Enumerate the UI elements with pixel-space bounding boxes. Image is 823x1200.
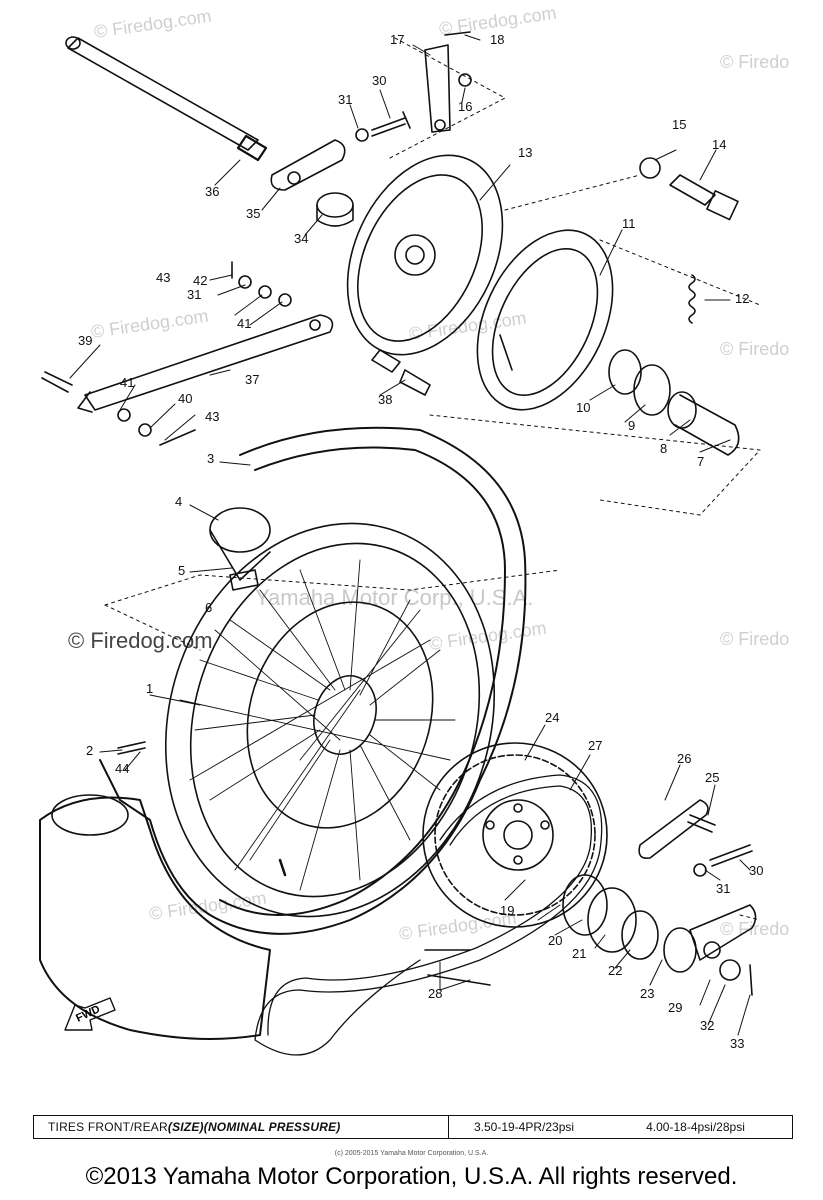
fwd-arrow — [64, 997, 116, 1031]
callout-4: 4 — [175, 494, 182, 509]
rear-axle — [65, 36, 268, 162]
callout-20: 20 — [548, 933, 562, 948]
callout-10: 10 — [576, 400, 590, 415]
brake-shoe-plate — [346, 154, 504, 373]
callout-31: 31 — [338, 92, 352, 107]
callout-34: 34 — [294, 231, 308, 246]
callout-26: 26 — [677, 751, 691, 766]
tension-bar-long — [84, 314, 334, 411]
watermark: © Firedo — [720, 339, 789, 359]
callout-40: 40 — [178, 391, 192, 406]
callout-19: 19 — [500, 903, 514, 918]
callout-43: 43 — [205, 409, 219, 424]
callout-43: 43 — [156, 270, 170, 285]
copyright-notice: ©2013 Yamaha Motor Corporation, U.S.A. A… — [85, 1163, 738, 1190]
callout-7: 7 — [697, 454, 704, 469]
rear-tire — [39, 426, 527, 1040]
callout-3: 3 — [207, 451, 214, 466]
callout-9: 9 — [628, 418, 635, 433]
callout-21: 21 — [572, 946, 586, 961]
wheel-assembly — [164, 522, 496, 918]
watermark: © Firedo — [720, 629, 789, 649]
callout-44: 44 — [115, 761, 129, 776]
callout-41: 41 — [237, 316, 251, 331]
watermark: © Firedog.com — [408, 308, 528, 344]
callout-5: 5 — [178, 563, 185, 578]
cam-shaft — [669, 174, 716, 206]
callout-31: 31 — [716, 881, 730, 896]
callout-37: 37 — [245, 372, 259, 387]
callout-11: 11 — [622, 216, 636, 231]
callout-42: 42 — [193, 273, 207, 288]
tire-spec-heading-pressure: (NOMINAL PRESSURE) — [203, 1120, 341, 1134]
collar-hub — [674, 394, 740, 456]
callout-32: 32 — [700, 1018, 714, 1033]
brake-shoes — [476, 229, 614, 411]
callout-41: 41 — [120, 375, 134, 390]
tire-spec-table: TIRES FRONT/REAR (SIZE) (NOMINAL PRESSUR… — [33, 1115, 793, 1139]
tire-spec-heading-prefix: TIRES FRONT/REAR — [48, 1120, 168, 1134]
callout-27: 27 — [588, 738, 602, 753]
callout-30: 30 — [372, 73, 386, 88]
watermark: © Firedog.com — [68, 628, 213, 653]
tire-spec-rear: 4.00-18-4psi/28psi — [646, 1120, 745, 1134]
callout-28: 28 — [428, 986, 442, 1001]
callout-36: 36 — [205, 184, 219, 199]
collar — [316, 192, 354, 218]
callout-18: 18 — [490, 32, 504, 47]
watermark: © Firedog.com — [428, 618, 548, 654]
callout-14: 14 — [712, 137, 726, 152]
callout-30: 30 — [749, 863, 763, 878]
callout-8: 8 — [660, 441, 667, 456]
watermark: © Firedo — [720, 52, 789, 72]
tension-bar — [424, 44, 451, 133]
callout-2: 2 — [86, 743, 93, 758]
callout-15: 15 — [672, 117, 686, 132]
drive-chain — [254, 774, 603, 1056]
callout-38: 38 — [378, 392, 392, 407]
callout-6: 6 — [205, 600, 212, 615]
watermark: © Firedog.com — [90, 306, 210, 342]
callout-17: 17 — [390, 32, 404, 47]
callout-12: 12 — [735, 291, 749, 306]
sprocket — [422, 742, 608, 928]
callout-16: 16 — [458, 99, 472, 114]
callout-24: 24 — [545, 710, 559, 725]
spring — [688, 274, 696, 324]
callout-22: 22 — [608, 963, 622, 978]
callout-29: 29 — [668, 1000, 682, 1015]
callout-31: 31 — [187, 287, 201, 302]
watermark: © Firedo — [720, 919, 789, 939]
tire-spec-front: 3.50-19-4PR/23psi — [473, 1120, 575, 1134]
callout-23: 23 — [640, 986, 654, 1001]
tire-spec-heading-size: (SIZE) — [167, 1120, 204, 1134]
tire-spec-heading: TIRES FRONT/REAR (SIZE) (NOMINAL PRESSUR… — [34, 1116, 449, 1138]
callout-1: 1 — [146, 681, 153, 696]
watermark: © Firedog.com — [93, 6, 213, 42]
callout-33: 33 — [730, 1036, 744, 1051]
watermark: © Firedog.com — [148, 888, 268, 924]
callout-25: 25 — [705, 770, 719, 785]
small-copyright: (c) 2005-2015 Yamaha Motor Corporation, … — [334, 1150, 489, 1157]
callout-13: 13 — [518, 145, 532, 160]
chain-adjuster-left — [270, 139, 346, 191]
callout-35: 35 — [246, 206, 260, 221]
chain-puller — [638, 799, 709, 860]
callout-39: 39 — [78, 333, 92, 348]
